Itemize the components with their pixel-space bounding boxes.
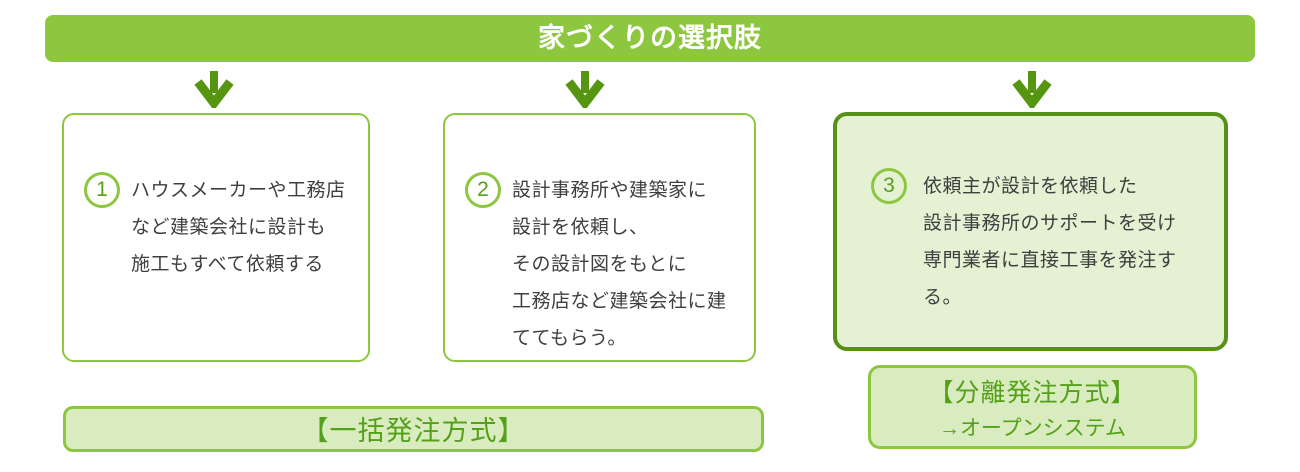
option-line: 設計を依頼し、: [512, 217, 649, 238]
option-line: その設計図をもとに: [512, 254, 688, 275]
separate-order-title: 【分離発注方式】: [928, 378, 1137, 407]
option-number-badge: 2: [465, 172, 501, 208]
option-line: ててもらう。: [512, 328, 627, 349]
option-line: 依頼主が設計を依頼した: [923, 176, 1138, 197]
option-line: 施工もすべて依頼する: [131, 254, 324, 275]
option-number-badge: 1: [84, 172, 120, 208]
page-title: 家づくりの選択肢: [45, 15, 1255, 62]
option-line: 工務店など建築会社に建: [512, 291, 727, 312]
option-description: ハウスメーカーや工務店 など建築会社に設計も 施工もすべて依頼する: [131, 172, 346, 283]
option-line: 設計事務所や建築家に: [512, 180, 708, 201]
option-box-1: 1 ハウスメーカーや工務店 など建築会社に設計も 施工もすべて依頼する: [62, 113, 370, 362]
option-line: 専門業者に直接工事を発注する。: [923, 250, 1177, 308]
down-arrow-icon: [1012, 71, 1052, 108]
batch-order-method-label: 【一括発注方式】: [63, 406, 764, 452]
option-line: 設計事務所のサポートを受け: [923, 213, 1177, 234]
option-line: ハウスメーカーや工務店: [131, 180, 346, 201]
option-description: 設計事務所や建築家に 設計を依頼し、 その設計図をもとに 工務店など建築会社に建…: [512, 172, 727, 357]
open-system-subtitle: →オープンシステム: [938, 416, 1127, 440]
option-number-badge: 3: [871, 168, 907, 204]
option-line: など建築会社に設計も: [131, 217, 327, 238]
separate-order-method-label: 【分離発注方式】 →オープンシステム: [868, 365, 1197, 449]
option-description: 依頼主が設計を依頼した 設計事務所のサポートを受け 専門業者に直接工事を発注する…: [923, 168, 1214, 316]
down-arrow-icon: [194, 71, 234, 108]
option-box-3: 3 依頼主が設計を依頼した 設計事務所のサポートを受け 専門業者に直接工事を発注…: [833, 112, 1228, 351]
option-box-2: 2 設計事務所や建築家に 設計を依頼し、 その設計図をもとに 工務店など建築会社…: [443, 113, 756, 362]
down-arrow-icon: [565, 71, 605, 108]
